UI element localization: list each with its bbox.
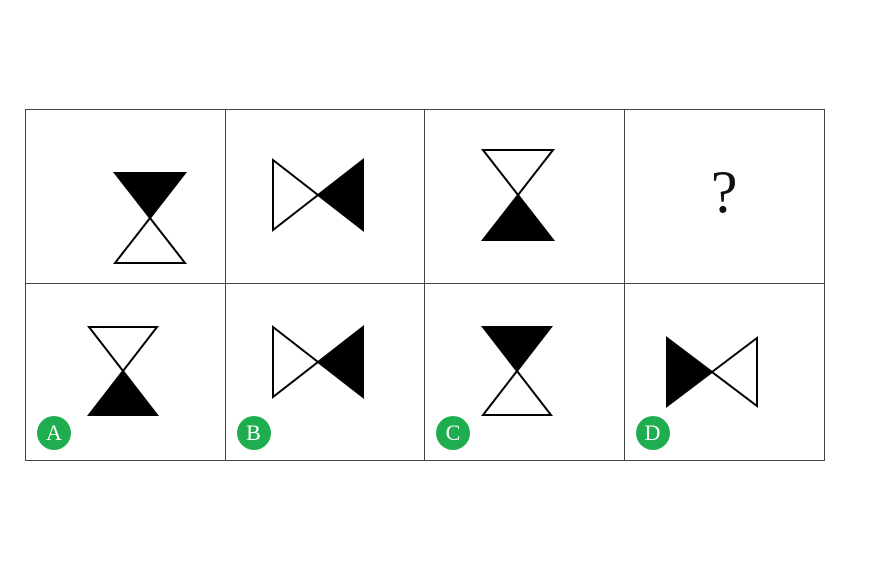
option-c-badge[interactable]: C	[436, 416, 470, 450]
hourglass-top-filled-icon	[480, 326, 554, 416]
option-b-badge[interactable]: B	[236, 416, 271, 450]
option-a-badge[interactable]: A	[37, 416, 71, 450]
question-mark: ?	[710, 159, 738, 225]
bowtie-right-filled-icon	[271, 324, 364, 400]
bowtie-left-filled-icon	[665, 335, 758, 409]
bowtie-right-filled-icon	[271, 157, 364, 233]
puzzle-grid: ? A B C D	[25, 109, 825, 461]
option-d[interactable]: D	[625, 284, 825, 460]
hourglass-top-filled-icon	[112, 172, 188, 264]
sequence-cell-1	[26, 110, 226, 284]
option-a[interactable]: A	[26, 284, 226, 460]
sequence-cell-2	[225, 110, 425, 284]
option-b[interactable]: B	[226, 284, 425, 460]
hourglass-bottom-filled-icon	[480, 149, 556, 241]
sequence-cell-missing: ?	[624, 110, 824, 284]
hourglass-bottom-filled-icon	[86, 326, 160, 416]
sequence-cell-3	[425, 110, 625, 284]
option-d-badge[interactable]: D	[635, 416, 670, 450]
option-c[interactable]: C	[425, 284, 625, 460]
